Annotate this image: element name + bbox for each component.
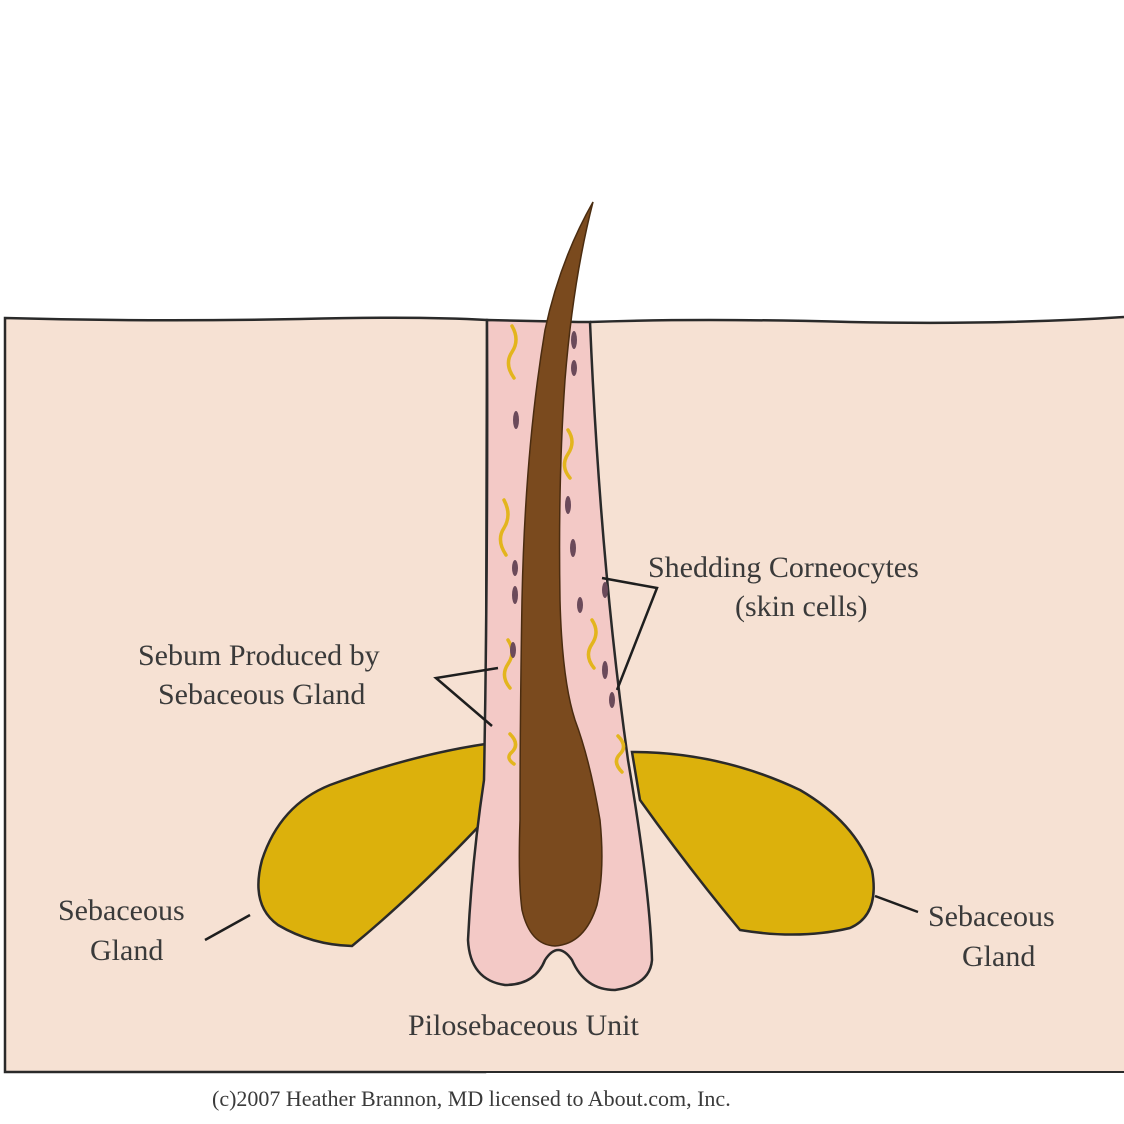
label-sebum-line1: Sebum Produced by [138, 639, 380, 672]
skin-surface-right [589, 315, 1124, 325]
hair-shaft [518, 201, 603, 947]
leader-gland-right [874, 894, 919, 914]
label-sebum-line2: Sebaceous Gland [158, 678, 365, 711]
sebaceous-gland-right [630, 750, 875, 936]
label-gland-left-line2: Gland [90, 934, 163, 967]
label-gland-right-line1: Sebaceous [928, 900, 1055, 933]
copyright-credit: (c)2007 Heather Brannon, MD licensed to … [212, 1086, 731, 1111]
leader-gland-left [204, 913, 251, 942]
leader-shedding [601, 576, 659, 691]
leader-sebum [433, 666, 499, 727]
skin-cells [510, 331, 615, 708]
label-pilosebaceous-unit: Pilosebaceous Unit [408, 1009, 639, 1042]
label-gland-right-line2: Gland [962, 940, 1035, 973]
sebaceous-gland-left [257, 740, 502, 948]
label-shedding-line2: (skin cells) [735, 590, 867, 623]
sebum-squiggles [498, 324, 626, 774]
label-shedding-line1: Shedding Corneocytes [648, 551, 919, 584]
label-gland-left-line1: Sebaceous [58, 894, 185, 927]
